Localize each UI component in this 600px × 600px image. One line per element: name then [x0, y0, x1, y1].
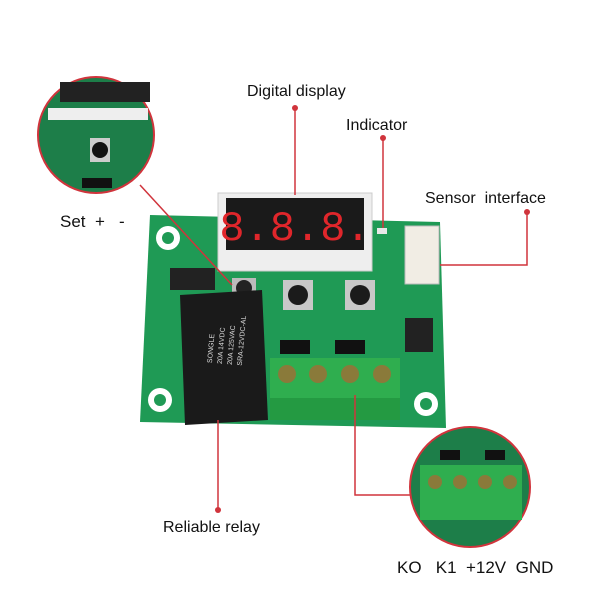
svg-text:20A 125VAC: 20A 125VAC [227, 325, 237, 365]
display-digits: 8.8.8. [219, 205, 370, 253]
zoom-circle-buttons [37, 76, 155, 194]
minus-button[interactable] [345, 280, 375, 310]
plus-button[interactable] [283, 280, 313, 310]
relay [180, 290, 268, 425]
callout-lines [139, 108, 528, 510]
ic-chip [170, 268, 215, 290]
label-set-buttons: Set + - [60, 212, 125, 231]
indicator-led [377, 228, 387, 234]
sensor-connector [404, 225, 440, 285]
svg-text:SONGLE: SONGLE [207, 333, 217, 363]
label-sensor-interface: Sensor interface [425, 190, 546, 207]
label-terminals: KO K1 +12V GND [397, 558, 554, 577]
digital-display [226, 198, 364, 250]
relay-markings: SONGLE 20A 14VDC 20A 125VAC SRA-12VDC-AL [207, 315, 248, 366]
label-reliable-relay: Reliable relay [163, 519, 260, 536]
diode [335, 340, 365, 354]
regulator [405, 318, 433, 352]
label-indicator: Indicator [346, 117, 408, 134]
svg-text:20A 14VDC: 20A 14VDC [217, 327, 227, 364]
terminal-block [270, 358, 400, 420]
zoom-circle-terminals [409, 426, 531, 548]
label-digital-display: Digital display [247, 83, 346, 100]
svg-text:SRA-12VDC-AL: SRA-12VDC-AL [237, 315, 248, 366]
diode [280, 340, 310, 354]
